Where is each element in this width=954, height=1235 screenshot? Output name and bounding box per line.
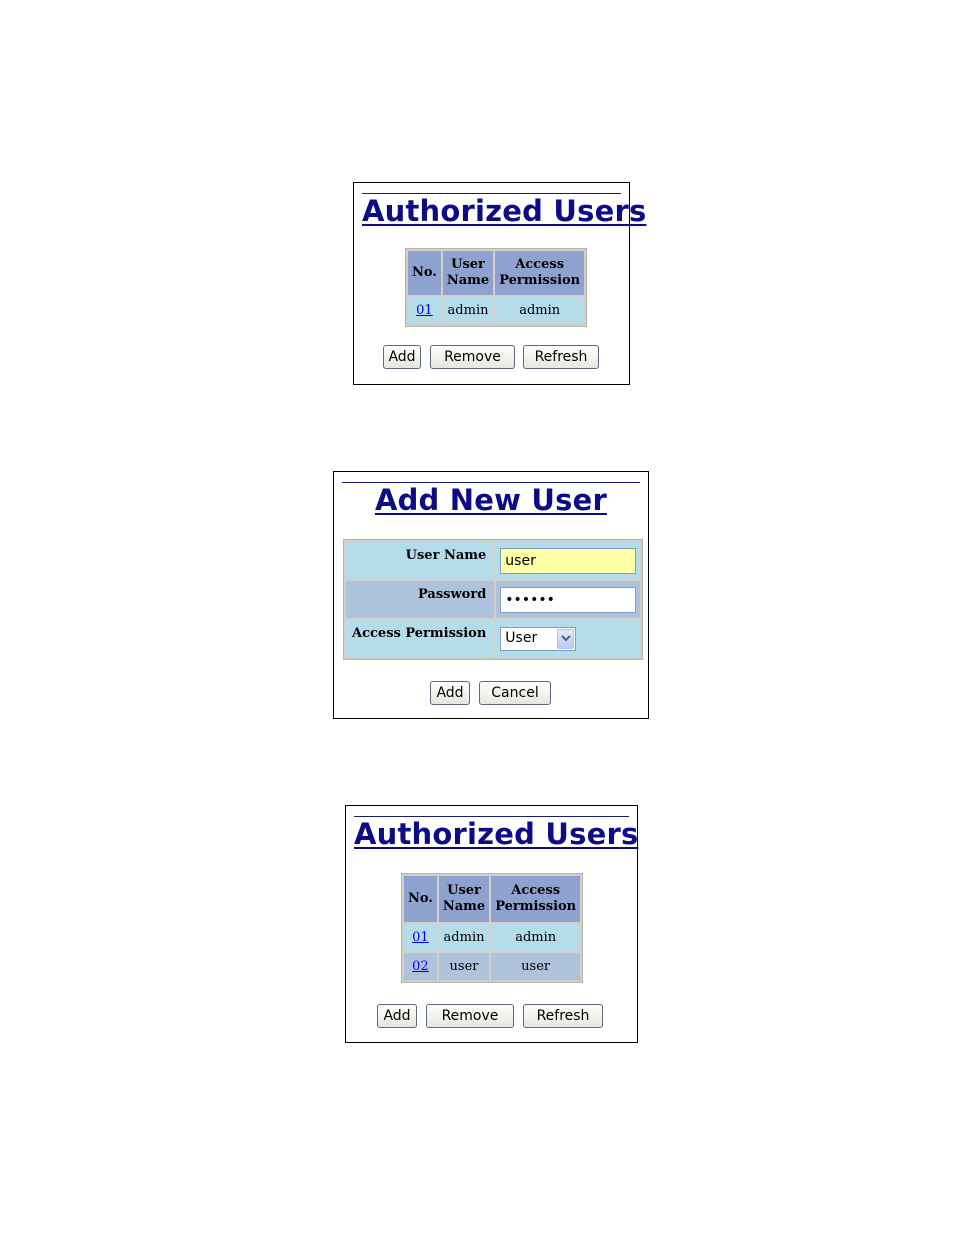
column-header-user-name: User Name — [443, 251, 493, 295]
add-button[interactable]: Add — [377, 1004, 417, 1028]
column-header-access-permission: Access Permission — [491, 876, 580, 922]
authorized-users-panel-after: Authorized Users No. User Name Access Pe… — [345, 805, 638, 1043]
add-button[interactable]: Add — [430, 681, 470, 705]
users-table: No. User Name Access Permission 01 admin… — [405, 248, 587, 327]
cancel-button[interactable]: Cancel — [479, 681, 551, 705]
user-link-02[interactable]: 02 — [412, 959, 429, 974]
table-row: 01 admin admin — [404, 924, 580, 951]
column-header-user-name: User Name — [439, 876, 489, 922]
access-cell: admin — [495, 297, 584, 324]
column-header-no: No. — [408, 251, 441, 295]
page-title: Authorized Users — [362, 194, 646, 228]
user-name-cell: admin — [443, 297, 493, 324]
title-wrap: Authorized Users — [362, 193, 621, 228]
access-cell: admin — [491, 924, 580, 951]
refresh-button[interactable]: Refresh — [523, 1004, 603, 1028]
access-permission-label: Access Permission — [346, 620, 494, 657]
row-number-cell: 02 — [404, 953, 437, 980]
table-row: 01 admin admin — [408, 297, 584, 324]
remove-button[interactable]: Remove — [426, 1004, 514, 1028]
refresh-button[interactable]: Refresh — [523, 345, 599, 369]
access-cell: user — [491, 953, 580, 980]
page-title: Authorized Users — [354, 817, 638, 851]
page-title: Add New User — [375, 483, 607, 517]
password-input[interactable]: •••••• — [500, 587, 636, 613]
add-button[interactable]: Add — [383, 345, 421, 369]
add-user-form: User Name Password •••••• Access Permiss… — [343, 539, 643, 660]
row-number-cell: 01 — [404, 924, 437, 951]
column-header-no: No. — [404, 876, 437, 922]
user-name-cell — [496, 542, 640, 579]
password-label: Password — [346, 581, 494, 618]
user-name-cell: admin — [439, 924, 489, 951]
authorized-users-panel-before: Authorized Users No. User Name Access Pe… — [353, 182, 630, 385]
title-wrap: Add New User — [342, 482, 640, 517]
selected-option: User — [505, 630, 537, 646]
user-name-label: User Name — [346, 542, 494, 579]
title-wrap: Authorized Users — [354, 816, 629, 851]
chevron-down-icon[interactable] — [557, 629, 574, 649]
user-link-01[interactable]: 01 — [412, 930, 429, 945]
access-permission-cell: User — [496, 620, 640, 657]
add-new-user-panel: Add New User User Name Password •••••• A… — [333, 471, 649, 719]
remove-button[interactable]: Remove — [430, 345, 515, 369]
access-permission-select[interactable]: User — [500, 627, 576, 651]
user-link-01[interactable]: 01 — [416, 303, 433, 318]
password-cell: •••••• — [496, 581, 640, 618]
users-table: No. User Name Access Permission 01 admin… — [401, 873, 583, 983]
row-number-cell: 01 — [408, 297, 441, 324]
table-row: 02 user user — [404, 953, 580, 980]
column-header-access-permission: Access Permission — [495, 251, 584, 295]
user-name-input[interactable] — [500, 548, 636, 574]
user-name-cell: user — [439, 953, 489, 980]
